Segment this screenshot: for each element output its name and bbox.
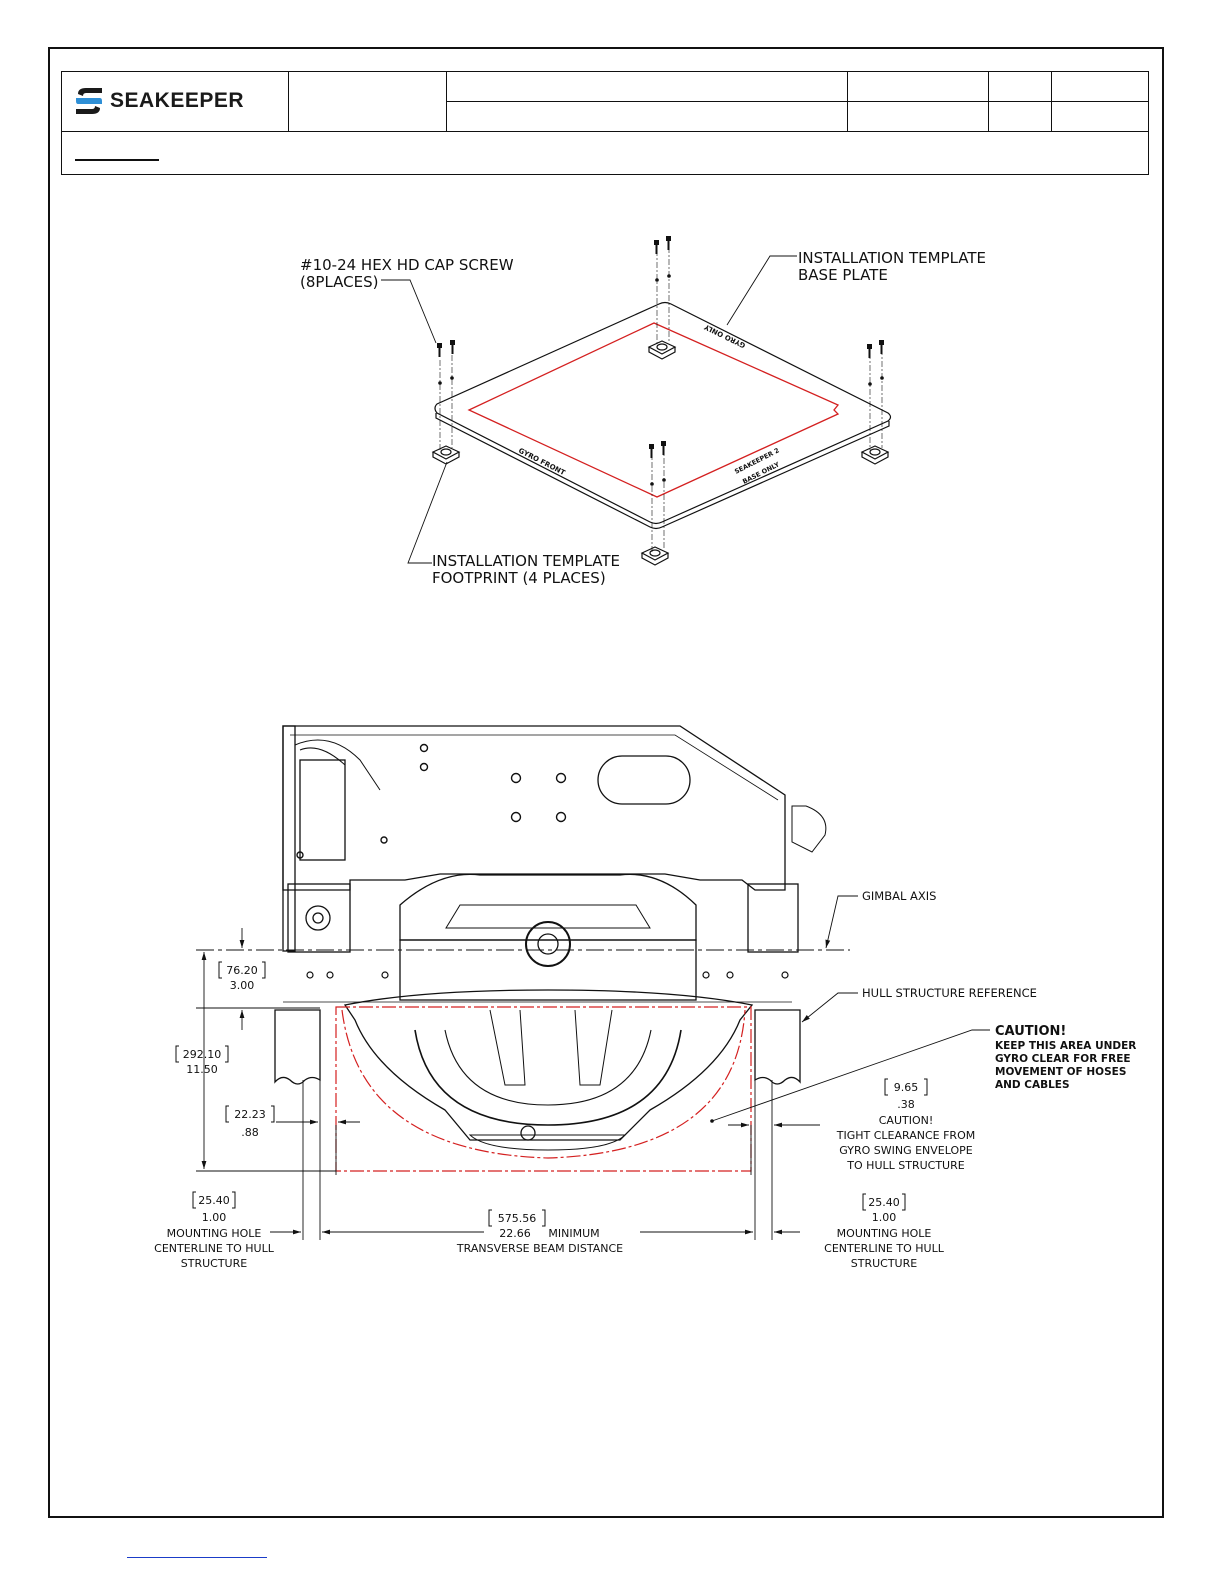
caution-line-2: GYRO CLEAR FOR FREE <box>995 1053 1131 1065</box>
footprint-pad-right <box>860 445 890 465</box>
screw-callout-1: #10-24 HEX HD CAP SCREW <box>300 256 514 274</box>
base-plate-callout-2: BASE PLATE <box>798 266 888 284</box>
gimbal-pivot <box>525 921 571 967</box>
tb-logo-cell <box>62 72 289 132</box>
tb-row-divider <box>447 101 1148 102</box>
right-bracket <box>747 883 799 953</box>
company-logo: SEAKEEPER <box>72 84 244 118</box>
tb-section-divider <box>62 131 1148 132</box>
dim-76-in: 3.00 <box>230 979 255 992</box>
right-mount-line-3: STRUCTURE <box>851 1257 917 1270</box>
gyro-footprint-outline <box>467 322 840 498</box>
caution-line-3: MOVEMENT OF HOSES <box>995 1066 1126 1078</box>
gimbal-yoke <box>399 873 697 941</box>
left-mount-mm: 25.40 <box>198 1194 230 1207</box>
screw-icon <box>867 344 872 358</box>
tb-cell-2 <box>289 72 447 132</box>
screw-centerlines <box>439 247 883 553</box>
dim-22-mm: 22.23 <box>234 1108 266 1121</box>
dimension-text: 76.20 3.00 292.10 11.50 22.23 .88 9.65 .… <box>154 964 975 1270</box>
tb-cell-3 <box>447 72 848 132</box>
sight-window <box>597 755 691 805</box>
footer-link-underline[interactable] <box>127 1557 267 1558</box>
footprint-pad-top <box>647 340 677 360</box>
tight-line-4: TO HULL STRUCTURE <box>846 1159 964 1172</box>
left-mount-line-2: CENTERLINE TO HULL <box>154 1242 275 1255</box>
flywheel-enclosure <box>343 989 754 1141</box>
tb-cell-4 <box>848 72 989 132</box>
screw-icon <box>661 441 666 455</box>
screw-icon <box>879 340 884 354</box>
left-mount-in: 1.00 <box>202 1211 227 1224</box>
gimbal-beam <box>399 939 697 1001</box>
gyro-housing <box>282 725 786 891</box>
section-underline <box>75 159 159 161</box>
dim-22-in: .88 <box>241 1126 259 1139</box>
base-plate-callout-1: INSTALLATION TEMPLATE <box>798 249 986 267</box>
base-plate-outline <box>434 301 892 525</box>
swing-envelope <box>335 1006 752 1172</box>
left-frame-rail <box>282 725 296 952</box>
screw-icon <box>649 444 654 458</box>
right-mount-mm: 25.40 <box>868 1196 900 1209</box>
hull-ref-label: HULL STRUCTURE REFERENCE <box>862 986 1037 1000</box>
right-mount-line-2: CENTERLINE TO HULL <box>824 1242 945 1255</box>
screw-callout-2: (8PLACES) <box>300 273 378 291</box>
left-bracket <box>287 883 351 953</box>
dim-76-mm: 76.20 <box>226 964 258 977</box>
screw-icon <box>450 340 455 354</box>
title-block: SEAKEEPER <box>61 71 1149 175</box>
footprint-callout-1: INSTALLATION TEMPLATE <box>432 552 620 570</box>
isometric-view <box>431 247 892 566</box>
gimbal-axis-label: GIMBAL AXIS <box>862 889 936 903</box>
dim-292-mm: 292.10 <box>183 1048 222 1061</box>
caution-line-4: AND CABLES <box>995 1079 1070 1091</box>
caution-title: CAUTION! <box>995 1024 1066 1039</box>
dim-965-mm: 9.65 <box>894 1081 919 1094</box>
footprint-callout-2: FOOTPRINT (4 PLACES) <box>432 569 606 587</box>
base-plate-edge <box>435 413 890 530</box>
iso-leaders <box>381 255 797 564</box>
left-mount-line-1: MOUNTING HOLE <box>167 1227 262 1240</box>
beam-label: TRANSVERSE BEAM DISTANCE <box>456 1242 623 1255</box>
metric-brackets <box>175 961 928 1227</box>
tb-cell-5 <box>989 72 1052 132</box>
hull-stringer-right <box>754 1009 801 1085</box>
caution-line-1: KEEP THIS AREA UNDER <box>995 1040 1136 1052</box>
company-name: SEAKEEPER <box>110 89 245 112</box>
footprint-pad-bottom <box>640 546 670 566</box>
screw-icon <box>437 343 442 357</box>
tight-line-2: TIGHT CLEARANCE FROM <box>836 1129 975 1142</box>
dim-965-in: .38 <box>897 1098 915 1111</box>
plate-text-top: GYRO ONLY <box>702 322 747 349</box>
dim-292-in: 11.50 <box>186 1063 218 1076</box>
beam-min: MINIMUM <box>548 1227 599 1240</box>
left-mount-line-3: STRUCTURE <box>181 1257 247 1270</box>
tight-line-1: CAUTION! <box>879 1114 934 1127</box>
hull-stringer-left <box>274 1009 321 1085</box>
footprint-pad-left <box>431 445 461 465</box>
drawing-frame <box>48 47 1164 1518</box>
screw-icon <box>654 240 659 254</box>
dimension-lines <box>196 895 990 1240</box>
beam-in: 22.66 <box>499 1227 531 1240</box>
beam-mm: 575.56 <box>498 1212 537 1225</box>
cap-screws <box>437 236 884 486</box>
right-mount-line-1: MOUNTING HOLE <box>837 1227 932 1240</box>
screw-icon <box>666 236 671 250</box>
gyro-front-view <box>274 725 827 1151</box>
tight-line-3: GYRO SWING ENVELOPE <box>839 1144 973 1157</box>
seakeeper-logo-icon <box>76 88 102 114</box>
right-mount-in: 1.00 <box>872 1211 897 1224</box>
